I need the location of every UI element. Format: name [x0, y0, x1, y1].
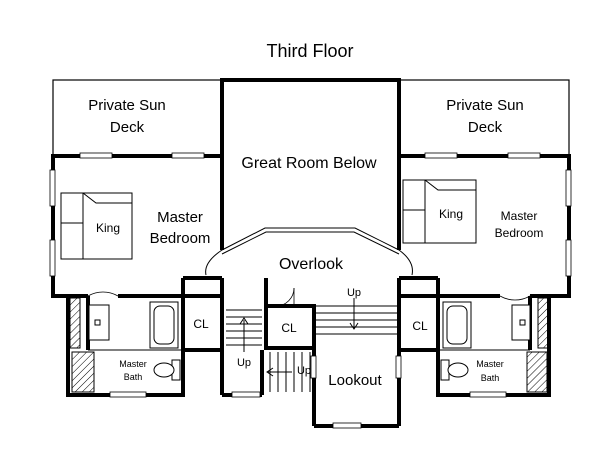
king-bed-right: [402, 179, 477, 244]
bath-right-label-1: Master: [476, 359, 504, 369]
deck-right-label-2: Deck: [468, 119, 503, 136]
overlook-label: Overlook: [279, 256, 344, 273]
closet-right-label: CL: [412, 319, 428, 333]
lookout-windows: [109, 355, 507, 429]
closet-center: [264, 287, 316, 350]
stair-left: [226, 309, 262, 352]
stair-right: [316, 298, 397, 335]
deck-left-label-2: Deck: [110, 119, 145, 136]
great-room-label: Great Room Below: [241, 155, 377, 172]
master-bedroom-left-label-2: Bedroom: [150, 230, 211, 247]
bath-right-label-2: Bath: [481, 373, 500, 383]
king-bed-left: [60, 192, 133, 260]
bed-right-label: King: [439, 207, 463, 221]
stair-up-bottom-label: Up: [297, 365, 311, 377]
stair-bottom: [266, 352, 311, 392]
master-bedroom-left-label-1: Master: [157, 209, 203, 226]
stair-up-right-label: Up: [347, 287, 361, 299]
bath-left-label-1: Master: [119, 359, 147, 369]
closet-center-label: CL: [281, 321, 297, 335]
stair-up-left-label: Up: [237, 357, 251, 369]
deck-right: [398, 79, 570, 157]
master-bedroom-right: [397, 152, 572, 301]
master-bath-right: [436, 294, 551, 397]
plan-title: Third Floor: [266, 41, 353, 61]
master-bedroom-right-label-2: Bedroom: [495, 226, 544, 240]
bath-left-label-2: Bath: [124, 372, 143, 382]
deck-left: [52, 79, 223, 157]
master-bedroom-right-label-1: Master: [501, 209, 538, 223]
lookout-label: Lookout: [328, 372, 382, 389]
deck-left-label-1: Private Sun: [88, 97, 166, 114]
overlook-railing: [205, 227, 413, 276]
closet-left-label: CL: [193, 317, 209, 331]
bed-left-label: King: [96, 221, 120, 235]
deck-right-label-1: Private Sun: [446, 97, 524, 114]
